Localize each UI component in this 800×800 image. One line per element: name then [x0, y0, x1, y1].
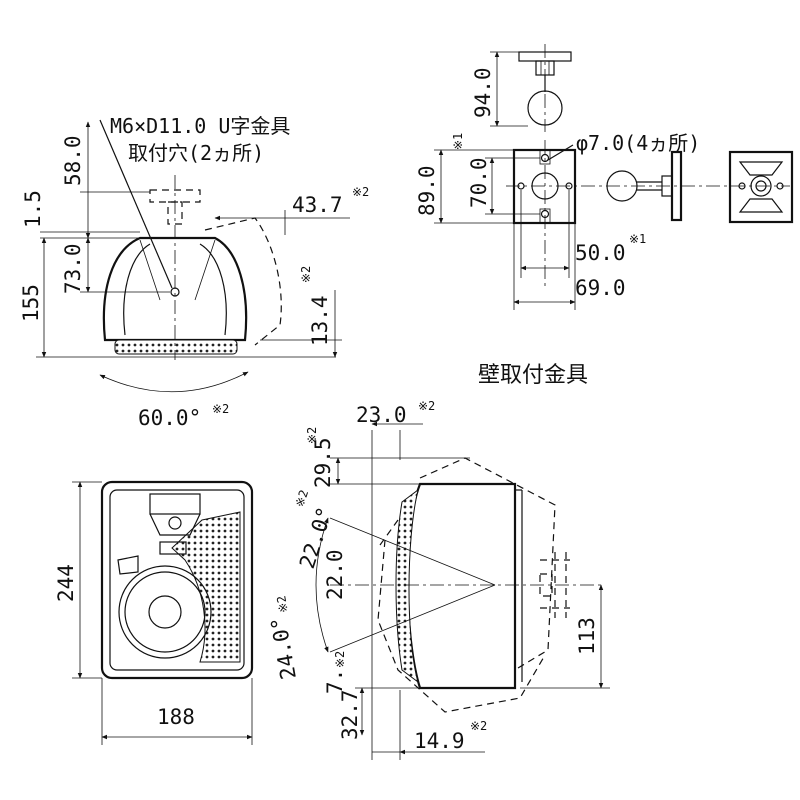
- mark-1-b: ※1: [629, 232, 646, 246]
- top-view-body: [102, 236, 248, 342]
- dim-58: 58.0: [61, 135, 85, 186]
- mark-2-i: ※2: [470, 719, 487, 733]
- mark-2-b: ※2: [299, 266, 313, 283]
- side-tilt-up: [419, 457, 556, 669]
- tilted-outline: [204, 217, 282, 346]
- bracket-rear-plate: [728, 150, 794, 224]
- dim-50: 50.0: [575, 241, 626, 265]
- dim-60-deg: 60.0°: [138, 406, 201, 430]
- dim-69: 69.0: [575, 276, 626, 300]
- note-line-2: 取付穴(2ヵ所): [128, 141, 264, 165]
- top-view-grille: [114, 339, 238, 355]
- brand-badge: [159, 541, 187, 555]
- bracket-views: 94.0 φ7.0(4ヵ所) 89.0 ※1 70.0 50.0 ※1: [415, 44, 794, 388]
- dim-94: 94.0: [471, 67, 495, 118]
- dim-155: 155: [19, 284, 43, 322]
- note-line-1: M6×D11.0 U字金具: [110, 114, 290, 138]
- mark-2-f: ※2: [293, 488, 312, 509]
- side-view: 23.0 ※2 29.5 ※2 22.0° ※2 22.0 24.0° ※2 7…: [266, 399, 610, 760]
- bracket-side-plate: [670, 150, 683, 222]
- dim-113: 113: [575, 617, 599, 655]
- bracket-caption: 壁取付金具: [478, 363, 588, 388]
- mark-2-g: ※2: [274, 594, 291, 613]
- dim-1-5: 1.5: [21, 190, 45, 228]
- front-view: 244 188: [54, 480, 254, 745]
- woofer-icon: [118, 565, 212, 659]
- mark-2-h: ※2: [333, 651, 347, 668]
- dim-29-5: 29.5: [311, 437, 335, 488]
- dim-22: 22.0: [323, 549, 347, 600]
- mark-2-e: ※2: [305, 427, 319, 444]
- dim-70: 70.0: [467, 157, 491, 208]
- dim-43-7: 43.7: [292, 193, 343, 217]
- dim-13-4: 13.4: [308, 295, 332, 346]
- dim-23: 23.0: [356, 403, 407, 427]
- dim-32-7: 32.7: [338, 689, 362, 740]
- dim-188: 188: [157, 705, 195, 729]
- mark-2-d: ※2: [418, 399, 435, 413]
- dim-244: 244: [54, 564, 78, 602]
- dim-14-9: 14.9: [414, 729, 465, 753]
- side-tilt-down: [377, 539, 546, 713]
- dim-24-deg: 24.0°: [266, 615, 301, 681]
- mark-2-c: ※2: [212, 402, 229, 416]
- side-body: [406, 482, 517, 690]
- dim-89: 89.0: [415, 165, 439, 216]
- dim-73: 73.0: [61, 243, 85, 294]
- front-cabinet: [100, 480, 254, 680]
- dim-7: 7.: [323, 669, 347, 694]
- mark-2-a: ※2: [352, 185, 369, 199]
- mark-1-a: ※1: [451, 133, 465, 150]
- top-view: M6×D11.0 U字金具 取付穴(2ヵ所) 58.0 1.5 73.0 155…: [19, 114, 369, 430]
